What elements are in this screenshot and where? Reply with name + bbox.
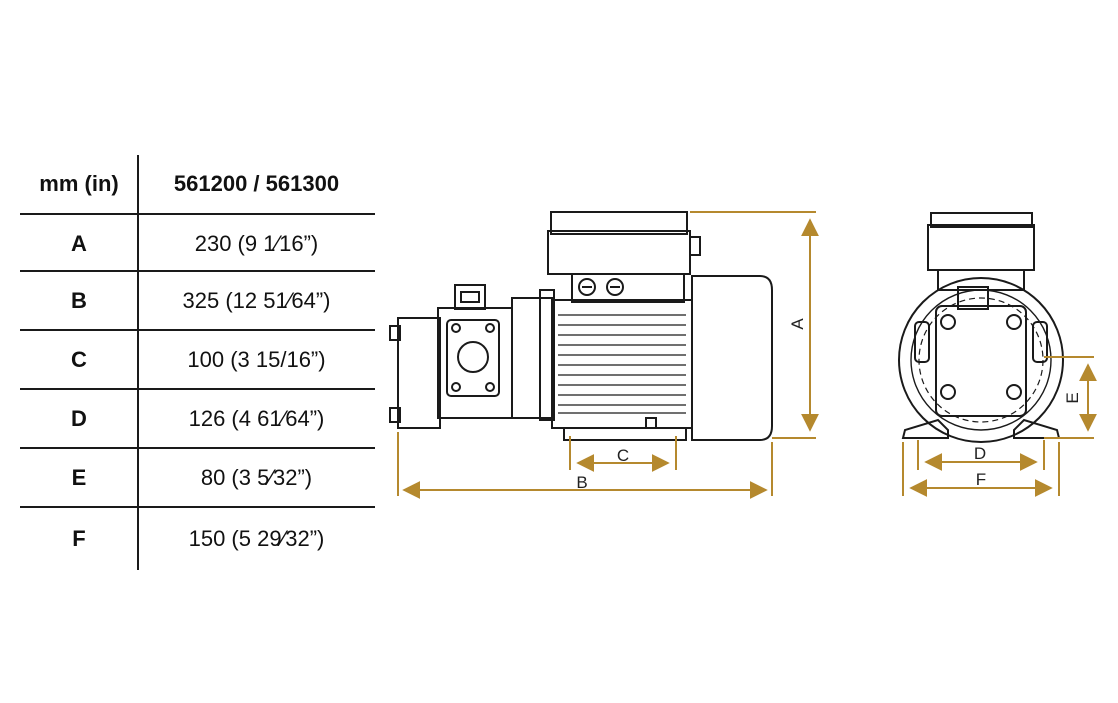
- row-value: 126 (4 61⁄64”): [188, 406, 325, 431]
- screw-icon: [606, 278, 624, 296]
- pump-side-view: [389, 211, 773, 441]
- table-row: D 126 (4 61⁄64”): [20, 390, 375, 448]
- cable-gland: [689, 236, 701, 256]
- motor-housing: [898, 277, 1064, 443]
- table-divider: [20, 270, 375, 272]
- table-divider: [20, 447, 375, 449]
- header-model: 561200 / 561300: [173, 171, 340, 196]
- outlet-port: [454, 284, 486, 310]
- terminal-box: [547, 230, 691, 275]
- screw-icon: [578, 278, 596, 296]
- flange-ring: [539, 289, 555, 421]
- table-row: A 230 (9 1⁄16”): [20, 215, 375, 272]
- header-unit: mm (in): [39, 171, 119, 196]
- pump-head: [935, 305, 1027, 417]
- table-column-divider: [137, 155, 139, 570]
- pump-head: [437, 307, 513, 419]
- row-label: E: [71, 465, 87, 490]
- dimension-label-b: B: [576, 473, 587, 492]
- dimension-label-c: C: [617, 446, 629, 465]
- dimension-label-d: D: [974, 444, 986, 463]
- right-foot: [1013, 418, 1061, 439]
- row-label: D: [71, 406, 87, 431]
- table-divider: [20, 388, 375, 390]
- table-divider: [20, 329, 375, 331]
- row-label: B: [71, 288, 87, 313]
- bolt-icon: [1006, 384, 1022, 400]
- outlet-port: [957, 286, 989, 310]
- table-divider: [20, 213, 375, 215]
- motor-foot: [563, 427, 687, 441]
- row-value: 100 (3 15/16”): [187, 347, 326, 372]
- left-foot: [901, 418, 949, 439]
- bolt-icon: [940, 314, 956, 330]
- table-row: E 80 (3 5⁄32”): [20, 449, 375, 507]
- ground-terminal: [645, 417, 657, 429]
- dimension-label-e: E: [1063, 392, 1082, 403]
- table-header-row: mm (in) 561200 / 561300: [20, 155, 375, 213]
- table-row: F 150 (5 29⁄32”): [20, 508, 375, 570]
- dimension-lines: [397, 211, 1097, 499]
- fan-cover: [691, 275, 773, 441]
- row-label: A: [71, 230, 87, 256]
- row-value: 80 (3 5⁄32”): [200, 465, 313, 490]
- row-value: 150 (5 29⁄32”): [188, 526, 325, 551]
- terminal-box-lid: [550, 211, 688, 235]
- terminal-box-lid: [930, 212, 1033, 228]
- row-value: 230 (9 1⁄16”): [194, 230, 319, 256]
- table-row: C 100 (3 15/16”): [20, 331, 375, 389]
- motor-body: [551, 299, 693, 429]
- inlet-port: [457, 341, 489, 373]
- bolt-icon: [1006, 314, 1022, 330]
- motor-flange: [511, 297, 553, 419]
- bypass-valve: [397, 317, 441, 429]
- table-row: B 325 (12 51⁄64”): [20, 272, 375, 330]
- dimension-label-f: F: [976, 470, 986, 489]
- row-label: C: [71, 347, 87, 372]
- dimension-label-a: A: [788, 318, 807, 330]
- row-label: F: [72, 526, 86, 551]
- inlet-flange: [446, 319, 500, 397]
- row-value: 325 (12 51⁄64”): [182, 288, 331, 313]
- pump-front-view: [898, 212, 1064, 443]
- terminal-box: [927, 224, 1035, 271]
- table-divider: [20, 506, 375, 508]
- bolt-icon: [940, 384, 956, 400]
- terminal-base: [571, 273, 685, 303]
- cooling-fins: [558, 314, 686, 414]
